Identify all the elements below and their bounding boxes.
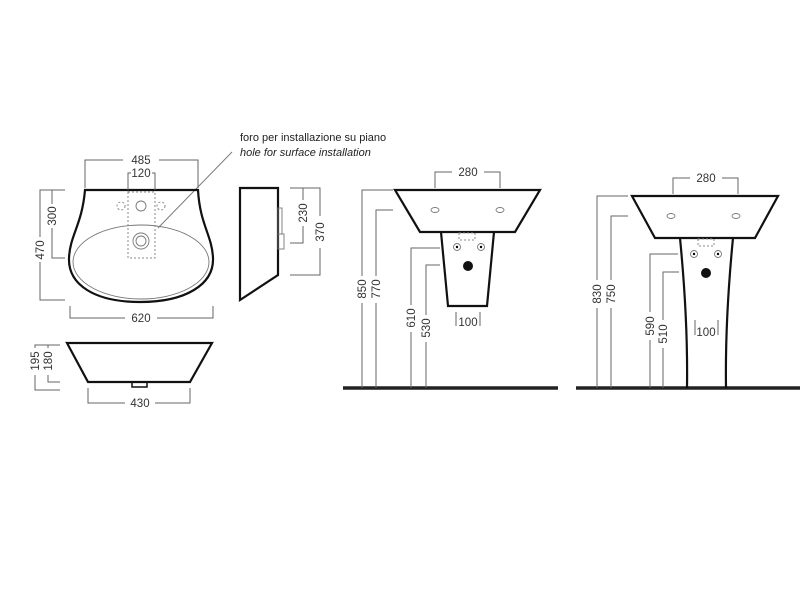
dim-230: 230: [298, 203, 310, 222]
dim-830: 830: [592, 284, 604, 303]
basin-outline-top: [67, 188, 215, 304]
dim-280: 280: [696, 173, 715, 185]
dim-100: 100: [458, 317, 477, 329]
dim-280: 280: [458, 167, 477, 179]
front-view: 195 180 430: [30, 341, 214, 410]
top-view: 485 120 470 300 620: [35, 155, 215, 325]
dim-120: 120: [131, 168, 150, 180]
drain-outer: [132, 232, 150, 250]
dim-485: 485: [131, 155, 150, 167]
basin-front: [393, 188, 542, 234]
full-pedestal-view: 280 830 750 590 510 100: [576, 173, 800, 390]
dim-610: 610: [406, 308, 418, 327]
dim-370: 370: [315, 222, 327, 241]
dim-100: 100: [696, 327, 715, 339]
dim-195: 195: [30, 351, 42, 370]
dim-850: 850: [357, 279, 369, 298]
dim-180: 180: [43, 351, 55, 370]
drain-inner: [135, 235, 147, 247]
half-pedestal: [439, 231, 496, 308]
optional-tap-hole-right: [156, 201, 166, 211]
basin-outline-side: [238, 186, 280, 303]
basin-outline-front: [65, 341, 214, 384]
dim-470: 470: [35, 240, 47, 259]
basin-front: [630, 194, 780, 240]
optional-tap-hole-left: [116, 201, 126, 211]
dim-530: 530: [421, 318, 433, 337]
dim-430: 430: [130, 398, 149, 410]
annotation-english: hole for surface installation: [240, 147, 371, 159]
dim-590: 590: [645, 316, 657, 335]
dim-620: 620: [131, 313, 150, 325]
dim-510: 510: [658, 324, 670, 343]
dim-770: 770: [371, 279, 383, 298]
waste-outlet: [701, 268, 711, 278]
annotation-italian: foro per installazione su piano: [240, 132, 386, 144]
tap-hole: [135, 200, 147, 212]
waste-outlet: [463, 261, 473, 271]
bowl-outline: [72, 224, 210, 300]
full-pedestal: [678, 237, 735, 389]
side-view: 230 370: [238, 186, 327, 303]
half-pedestal-view: 280 850 770 610 530 100: [343, 167, 558, 390]
surface-install-zone: [127, 191, 156, 259]
dim-750: 750: [606, 284, 618, 303]
dim-300: 300: [47, 206, 59, 225]
